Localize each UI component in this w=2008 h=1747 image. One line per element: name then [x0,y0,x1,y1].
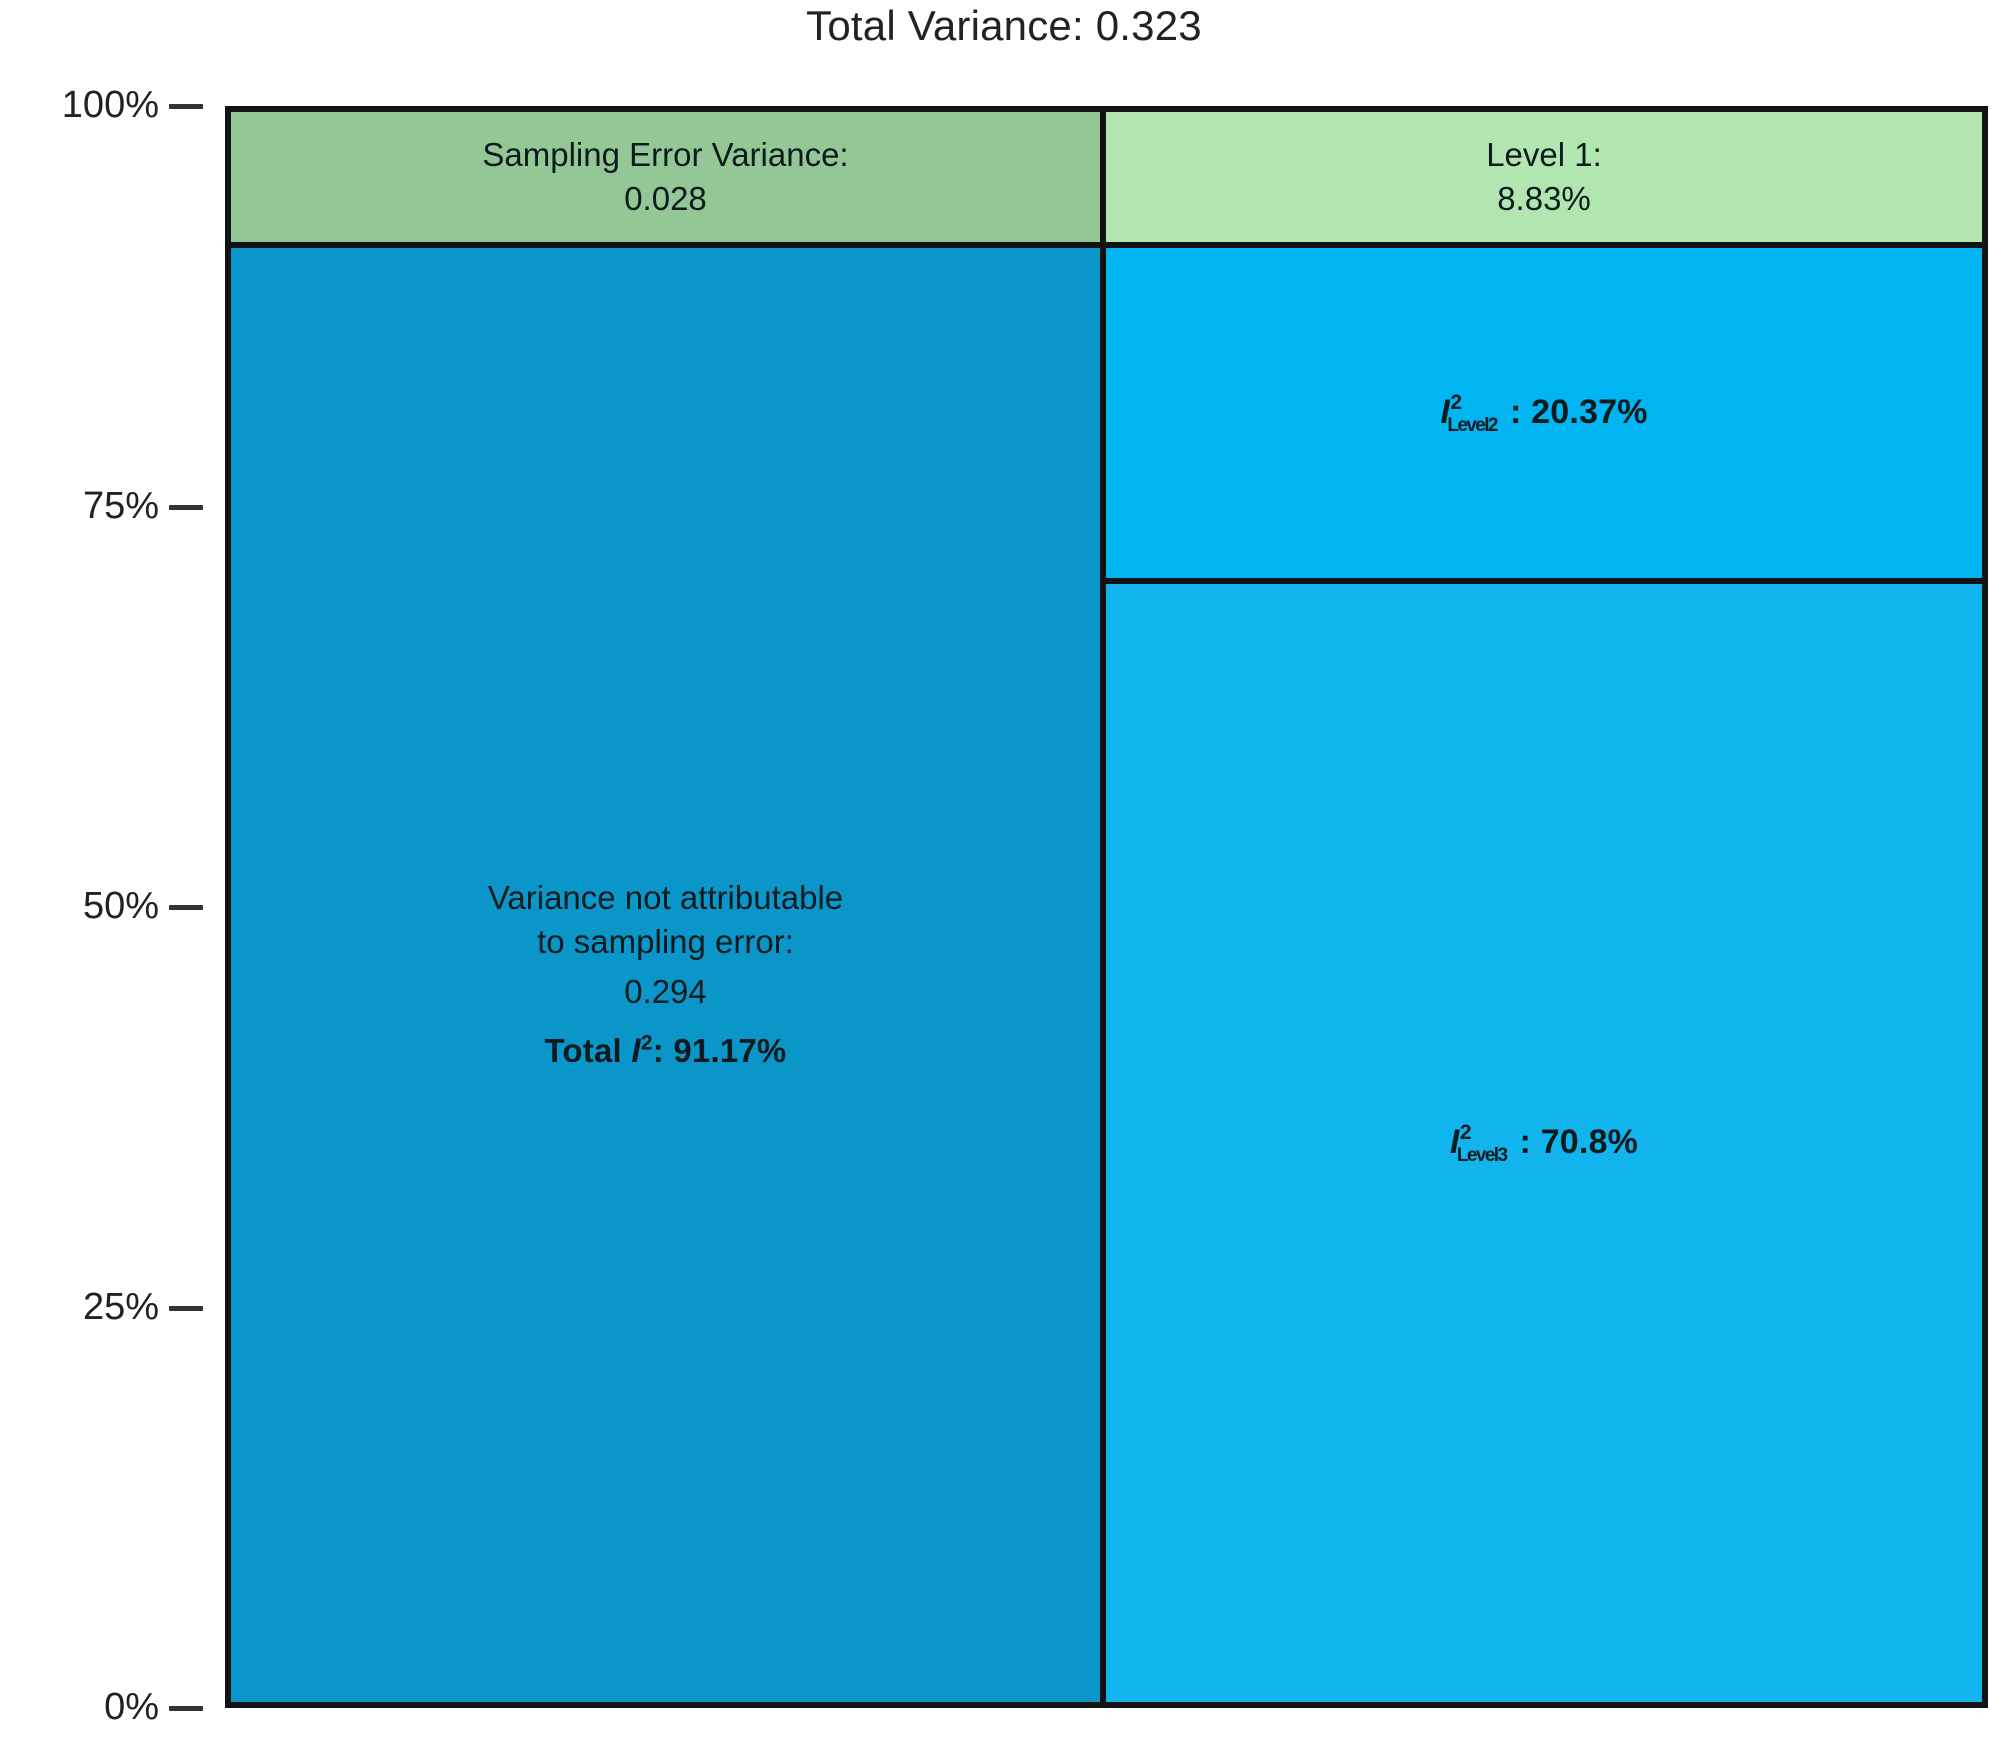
axis-tick-dash-25 [169,1305,203,1311]
segment-total-i2: Total I2: 91.17% [488,1029,843,1075]
axis-tick-dash-0 [169,1705,203,1711]
segment-level1-title: Level 1: [1486,135,1602,173]
axis-tick-label-0: 0% [104,1686,159,1728]
segment-level3-value: : 70.8% [1519,1123,1639,1162]
level3-i2-letter: I [1449,1123,1460,1162]
total-i2-value: : 91.17% [652,1031,787,1069]
segment-sampling-error-title: Sampling Error Variance: [482,135,849,173]
total-i2-symbol: I2 [631,1031,653,1070]
segment-unattributable-text: Variance not attributable to sampling er… [474,876,857,1074]
segment-level2-value: : 20.37% [1509,393,1648,432]
level2-i2-superscript: 2 [1450,391,1463,415]
y-axis: 100% 75% 50% 25% 0% [0,0,225,1747]
segment-unattributable-line2: to sampling error: [537,923,794,961]
segment-sampling-error-text: Sampling Error Variance: 0.028 [468,133,862,221]
segment-unattributable-line1: Variance not attributable [487,878,844,916]
axis-tick-label-25: 25% [82,1286,159,1328]
total-i2-prefix: Total [544,1031,632,1069]
segment-sampling-error-value: 0.028 [624,180,707,217]
segment-unattributable-value: 0.294 [624,973,707,1011]
level3-i2-superscript: 2 [1459,1121,1472,1145]
axis-tick-label-100: 100% [61,84,159,126]
axis-tick-label-75: 75% [82,485,159,527]
level2-i2-subscript: Level2 [1447,415,1498,437]
page-title: Total Variance: 0.323 [806,2,1202,49]
level3-i2-subscript: Level3 [1456,1145,1508,1167]
axis-tick-dash-100 [169,103,203,109]
total-i2-letter: I [631,1031,641,1070]
axis-tick-label-50: 50% [82,885,159,927]
variance-plot: Sampling Error Variance: 0.028 Variance … [225,106,1988,1708]
axis-tick-dash-50 [169,904,203,910]
segment-level1-text: Level 1: 8.83% [1472,133,1616,221]
segment-unattributable-variance[interactable]: Variance not attributable to sampling er… [231,248,1106,1702]
segment-sampling-error[interactable]: Sampling Error Variance: 0.028 [231,112,1106,248]
segment-level1-value: 8.83% [1497,180,1591,217]
level2-i2-letter: I [1440,393,1450,432]
segment-level1[interactable]: Level 1: 8.83% [1106,112,1982,248]
total-i2-superscript: 2 [640,1031,653,1055]
axis-tick-dash-75 [169,504,203,510]
